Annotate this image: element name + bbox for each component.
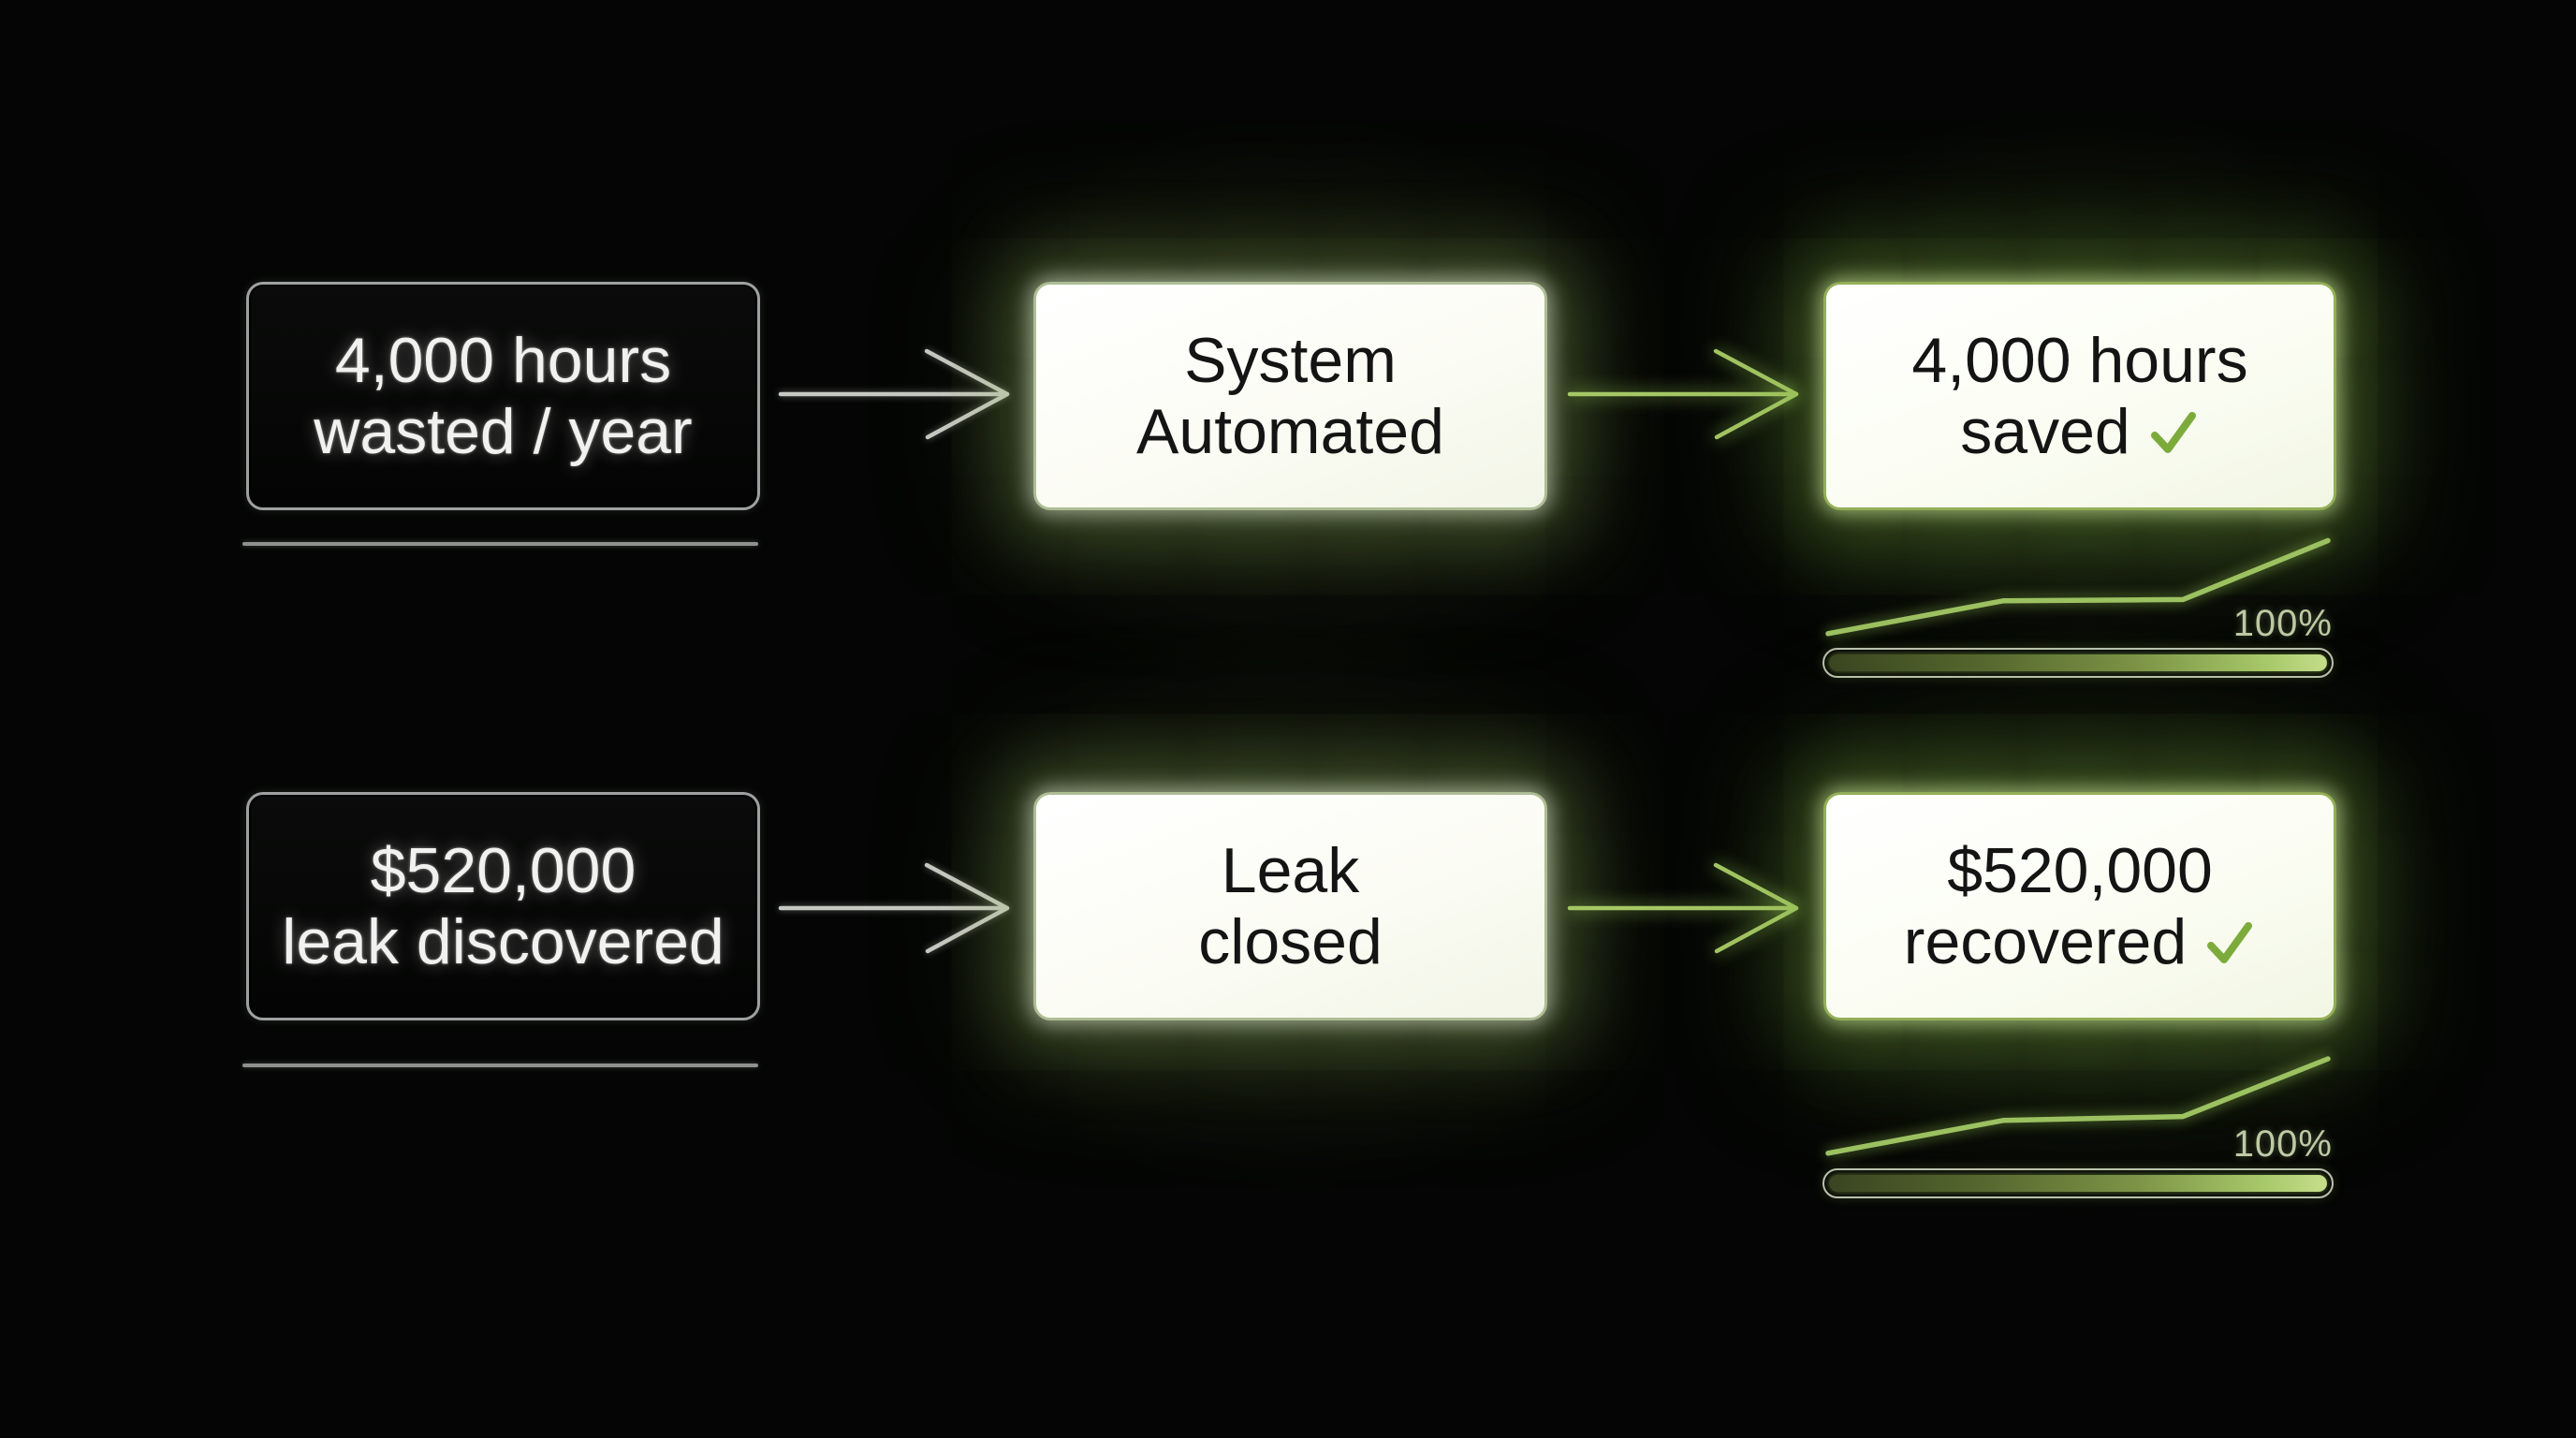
result-box-money: $520,000 recovered: [1823, 792, 2336, 1020]
source-box-line2: leak discovered: [282, 906, 724, 977]
source-underline: [242, 542, 758, 546]
arrow-right-icon: [1567, 348, 1799, 440]
source-box-line2: wasted / year: [314, 396, 693, 467]
progress-fill: [1829, 1175, 2327, 1192]
progress-bar: [1822, 1168, 2334, 1198]
process-box-line1: System: [1184, 324, 1397, 396]
process-box-line2: closed: [1198, 906, 1383, 977]
progress-fill: [1829, 654, 2327, 671]
arrow-right-icon: [778, 862, 1010, 954]
process-box-money: Leak closed: [1033, 792, 1547, 1020]
source-box-line1: $520,000: [370, 834, 637, 906]
result-box-line1: $520,000: [1947, 834, 2213, 906]
progress-track: [1829, 654, 2327, 671]
source-box-line1: 4,000 hours: [334, 324, 672, 396]
check-mark-icon: [2150, 412, 2196, 454]
process-box-hours: System Automated: [1033, 282, 1547, 510]
trend-sparkline: [1825, 537, 2331, 637]
process-box-line1: Leak: [1221, 834, 1360, 906]
arrow-right-icon: [1567, 862, 1799, 954]
source-box-money: $520,000 leak discovered: [246, 792, 760, 1020]
result-box-line2: recovered: [1904, 906, 2256, 977]
result-box-line2-text: recovered: [1903, 906, 2188, 977]
progress-bar: [1822, 648, 2334, 678]
result-box-hours: 4,000 hours saved: [1823, 282, 2336, 510]
result-box-line2-text: saved: [1960, 396, 2130, 467]
trend-sparkline: [1825, 1056, 2331, 1156]
progress-percent-label: 100%: [2232, 1123, 2333, 1165]
source-underline: [242, 1064, 758, 1067]
progress-percent-label: 100%: [2232, 603, 2333, 644]
source-box-hours: 4,000 hours wasted / year: [246, 282, 760, 510]
check-mark-icon: [2207, 922, 2253, 964]
progress-track: [1829, 1175, 2327, 1192]
result-box-line2: saved: [1960, 396, 2199, 467]
result-box-line1: 4,000 hours: [1911, 324, 2248, 396]
process-box-line2: Automated: [1136, 396, 1444, 467]
arrow-right-icon: [778, 348, 1010, 440]
